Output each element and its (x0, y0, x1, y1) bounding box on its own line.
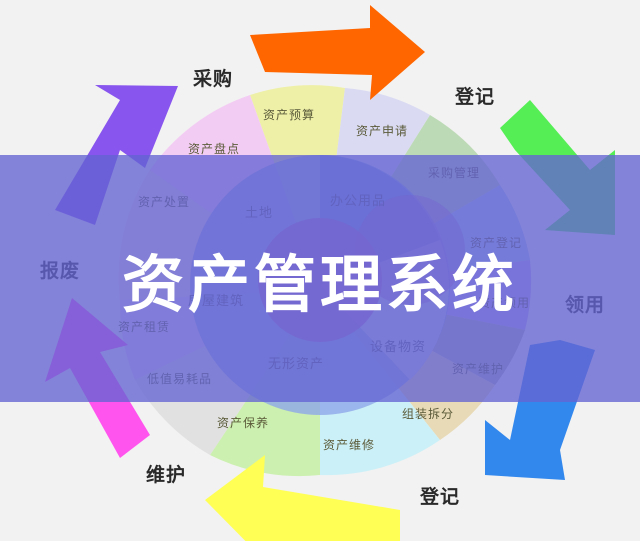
stage-label-maintain: 维护 (146, 464, 187, 486)
stage-label-register-bottom: 登记 (420, 486, 461, 508)
stage-label-register-top: 登记 (455, 86, 496, 108)
arrow-bottom-icon (205, 455, 400, 541)
sector-label-assembly: 组装拆分 (402, 407, 455, 421)
arrow-top-icon (250, 5, 425, 100)
sector-label-inventory: 资产盘点 (188, 142, 241, 156)
title-banner (0, 155, 640, 402)
page-title: 资产管理系统 (121, 247, 518, 321)
sector-label-upkeep: 资产保养 (217, 416, 270, 430)
sector-label-repair: 资产维修 (323, 438, 376, 452)
sector-label-budget: 资产预算 (263, 108, 316, 122)
sector-label-application: 资产申请 (356, 124, 409, 138)
stage-label-purchase: 采购 (193, 68, 234, 90)
